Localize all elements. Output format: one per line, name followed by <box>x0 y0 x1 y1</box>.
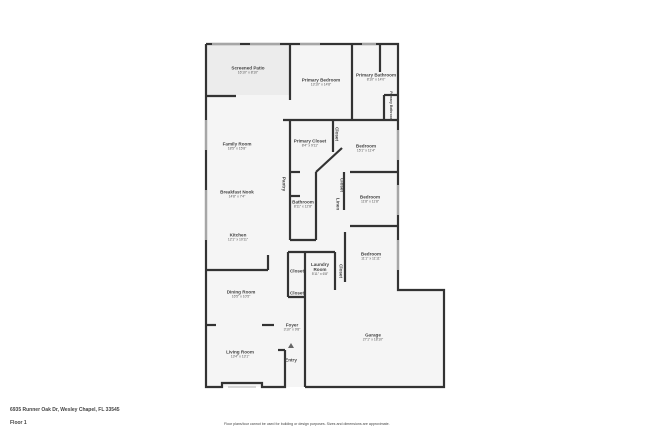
room-primary-bathroom-2: Primary Bathroom <box>389 91 393 121</box>
room-closet-3: Closet <box>338 263 344 279</box>
entry-arrow-icon <box>288 343 294 348</box>
disclaimer: Floor plans/tour cannot be used for buil… <box>224 422 390 426</box>
room-closet-2: Closet <box>339 177 345 193</box>
patio-floor <box>207 45 289 95</box>
room-closet-5: Closet <box>289 290 305 296</box>
floor-label: Floor 1 <box>10 420 27 426</box>
room-linen: Linen <box>335 197 341 211</box>
room-closet-4: Closet <box>289 268 305 274</box>
address: 6935 Runner Oak Dr, Wesley Chapel, FL 33… <box>10 407 120 413</box>
entry-label: Entry <box>285 357 297 363</box>
room-pantry: Pantry <box>281 176 287 192</box>
room-closet-1: Closet <box>334 126 340 142</box>
walls <box>204 42 446 389</box>
windows <box>205 43 399 388</box>
